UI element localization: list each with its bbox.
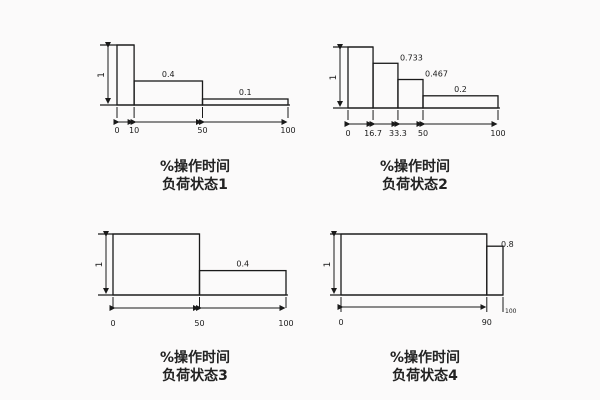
x-tick-label: 100 [490, 129, 505, 138]
value-label: 0.4 [162, 70, 175, 79]
bar-segment [133, 80, 204, 106]
chart-title: 负荷状态2 [382, 177, 448, 193]
chart-title: 负荷状态3 [162, 368, 228, 384]
bar-segment [347, 46, 374, 109]
step-chart-1: 1 0.4 0.1 0 10 50 100 [97, 42, 296, 135]
value-label: 0.4 [236, 260, 249, 269]
bar-segment [486, 245, 504, 296]
x-tick-label: 50 [197, 126, 207, 135]
x-tick-label: 100 [278, 319, 293, 328]
step-chart-4: 1 0.8 0 90 100 [323, 231, 517, 327]
bar-segment [112, 233, 201, 296]
chart-title: 负荷状态1 [162, 177, 228, 193]
x-tick-label: 16.7 [364, 129, 382, 138]
bar-segment [372, 62, 399, 109]
x-axis-label: %操作时间 [159, 350, 231, 366]
x-tick-label: 0 [110, 319, 115, 328]
chart-title: 负荷状态4 [392, 368, 458, 384]
value-label: 0.8 [501, 240, 514, 249]
x-axis-label: %操作时间 [389, 350, 461, 366]
y-axis-label: 1 [97, 72, 107, 78]
bar-segment [340, 233, 488, 296]
y-axis-label: 1 [323, 262, 333, 268]
x-tick-label: 90 [482, 318, 492, 327]
x-tick-label: 0 [114, 126, 119, 135]
bar-segment [397, 78, 424, 109]
x-tick-label: 50 [418, 129, 428, 138]
x-tick-label: 0 [345, 129, 350, 138]
bar-segment [422, 95, 499, 109]
value-label: 0.467 [425, 70, 448, 79]
x-axis-label: %操作时间 [159, 159, 231, 175]
caption-chart-2: %操作时间 负荷状态2 [360, 158, 470, 194]
x-tick-label: 100 [280, 126, 295, 135]
x-tick-label: 33.3 [389, 129, 407, 138]
x-tick-label: 50 [194, 319, 204, 328]
x-tick-label: 0 [338, 318, 343, 327]
caption-chart-3: %操作时间 负荷状态3 [140, 349, 250, 385]
y-axis-label: 1 [95, 262, 105, 268]
value-label: 0.1 [239, 88, 252, 97]
value-label: 0.733 [400, 53, 423, 62]
step-chart-3: 1 0.4 0 50 100 [95, 231, 294, 328]
x-tick-label: 10 [129, 126, 139, 135]
x-tick-label: 100 [505, 308, 517, 315]
y-axis-label: 1 [329, 75, 339, 81]
bar-segment [198, 269, 287, 296]
x-axis-label: %操作时间 [379, 159, 451, 175]
value-label: 0.2 [454, 85, 467, 94]
caption-chart-1: %操作时间 负荷状态1 [140, 158, 250, 194]
bar-segment [201, 98, 289, 106]
bar-segment [116, 44, 135, 106]
caption-chart-4: %操作时间 负荷状态4 [370, 349, 480, 385]
